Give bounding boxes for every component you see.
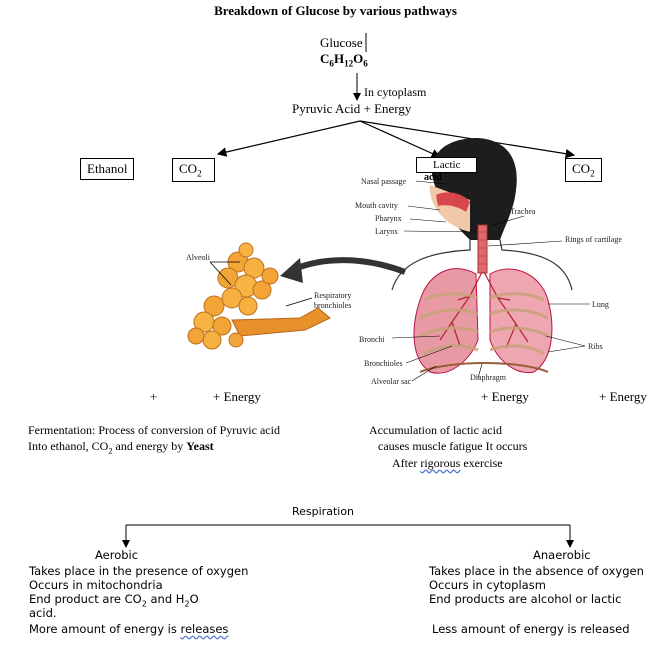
aerobic-line-1: Takes place in the presence of oxygen [29,564,249,578]
mouth-label: Mouth cavity [355,201,398,210]
larynx-label: Larynx [375,227,398,236]
curved-arrow [290,257,407,275]
co2-left-box: CO2 [172,158,215,182]
aerobic-line-2: Occurs in mitochondria [29,578,163,592]
lactic-box: Lactic [416,157,478,173]
step-label: In cytoplasm [364,85,427,99]
aerobic-heading: Aerobic [95,548,139,562]
ethanol-box: Ethanol [80,158,135,180]
lactic-note-line-3: After rigorous exercise [392,456,503,470]
arrow-to-lactic [359,120,442,158]
plus-sign: + [150,389,158,404]
fermentation-line-2: Into ethanol, CO2 and energy by Yeast [28,439,214,456]
trachea-label: Trachea [510,207,536,216]
glucose-name: Glucose [320,35,363,50]
pharynx-label: Pharynx [375,214,402,223]
lactic-overlap-text: acid [424,172,442,183]
anaerobic-line-5: Less amount of energy is released [432,622,630,636]
anaerobic-line-3: End products are alcohol or lactic [429,592,622,606]
rings-label: Rings of cartilage [565,235,622,244]
aerobic-line-4: acid. [29,606,57,620]
respiratory-label-1: Respiratory [314,291,351,300]
head-silhouette [431,138,517,240]
energy-right: + Energy [599,389,647,404]
page-title: Breakdown of Glucose by various pathways [214,3,457,18]
energy-left: + Energy [213,389,261,404]
pyruvic-acid-energy: Pyruvic Acid + Energy [292,101,412,116]
bronchi-label: Bronchi [359,335,386,344]
aerobic-line-3: End product are CO2 and H2O [29,592,199,609]
lung-label: Lung [592,300,609,309]
co2-right-box: CO2 [565,158,602,182]
bronchioles-label: Bronchioles [364,359,403,368]
curved-arrow-head [280,258,303,283]
lactic-note-line-1: Accumulation of lactic acid [369,423,502,437]
nasal-label: Nasal passage [361,177,407,186]
alveolar-label: Alveolar sac [371,377,412,386]
arrow-to-co2-right [359,120,576,159]
aerobic-line-5: More amount of energy is releases [29,622,229,636]
respiratory-label-2: bronchioles [314,301,351,310]
glucose-formula: C6H12O6 [320,51,368,69]
lactic-note-line-2: causes muscle fatigue It occurs [378,439,528,453]
alveoli-cluster [187,242,331,350]
diaphragm-label: Diaphragm [470,373,507,382]
anaerobic-line-1: Takes place in the absence of oxygen [429,564,644,578]
respiration-title: Respiration [292,505,355,518]
energy-mid: + Energy [481,389,529,404]
ribs-label: Ribs [588,342,603,351]
anaerobic-heading: Anaerobic [533,548,591,562]
fermentation-line-1: Fermentation: Process of conversion of P… [28,423,280,437]
arrow-to-co2-left [216,120,361,157]
alveoli-label: Alveoli [186,253,211,262]
anaerobic-line-2: Occurs in cytoplasm [429,578,546,592]
